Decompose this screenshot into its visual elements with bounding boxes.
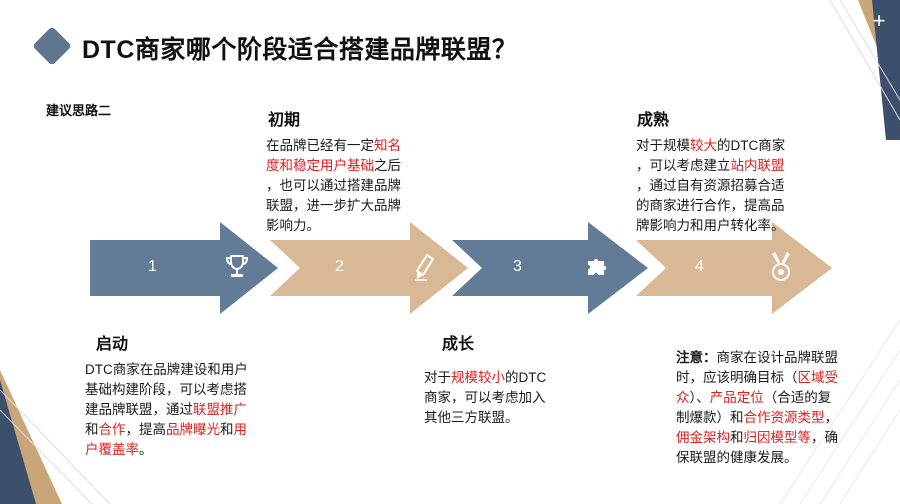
stage-text-mature: 对于规模较大的DTC商家 ，可以考虑建立站内联盟 ，通过自有资源招募合适 的商家…: [636, 138, 786, 233]
trophy-icon: [225, 255, 249, 277]
page-title: DTC商家哪个阶段适合搭建品牌联盟？: [82, 36, 518, 64]
arrow-step-2: [270, 222, 468, 314]
section-subtitle: 建议思路二: [46, 103, 112, 118]
corner-decoration-bottom-left: [0, 370, 111, 504]
stage-text-growth: 对于规模较小的DTC 商家，可以考虑加入 其他三方联盟。: [424, 370, 547, 425]
arrow-number-2: 2: [335, 258, 344, 275]
corner-lines-bottom-right: [779, 319, 900, 504]
stage-heading-start: 启动: [96, 336, 129, 353]
arrow-step-3: [452, 222, 648, 314]
stage-heading-early: 初期: [268, 112, 301, 129]
corner-decoration-top-right: [829, 0, 900, 140]
puzzle-icon: [588, 258, 607, 275]
arrow-number-3: 3: [513, 258, 522, 275]
arrow-step-1: [90, 222, 278, 314]
pencil-icon: [415, 253, 435, 281]
medal-icon: [772, 252, 790, 281]
arrow-number-1: 1: [148, 258, 157, 275]
arrow-number-4: 4: [695, 258, 704, 275]
note-text: 注意：商家在设计品牌联盟 时，应该明确目标（区域受 众）、产品定位（合适的复 制…: [676, 350, 838, 465]
stage-text-early: 在品牌已经有一定知名 度和稳定用户基础之后 ，也可以通过搭建品牌 联盟，进一步扩…: [266, 138, 401, 233]
arrow-step-4: [636, 222, 832, 314]
stage-text-start: DTC商家在品牌建设和用户 基础构建阶段，可以考虑搭 建品牌联盟，通过联盟推广 …: [85, 362, 248, 457]
add-icon[interactable]: +: [872, 8, 886, 33]
stage-heading-growth: 成长: [442, 336, 475, 353]
stage-heading-mature: 成熟: [637, 112, 670, 129]
